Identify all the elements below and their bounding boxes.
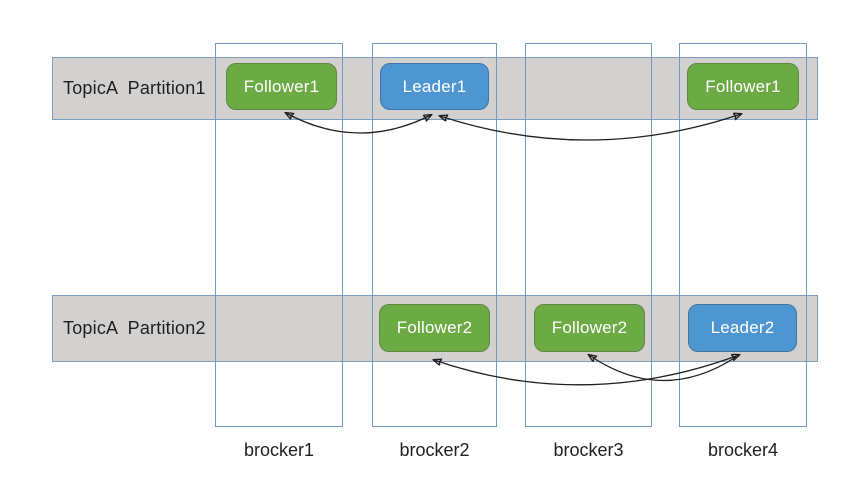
broker3-label: brocker3 [553,440,624,460]
broker1-label: brocker1 [243,440,315,460]
node-follower2-broker2: Follower2 [379,304,490,352]
broker4-label: brocker4 [707,440,779,460]
node-follower1-broker1: Follower1 [226,63,337,110]
broker1-column [215,43,343,427]
node-follower2-broker3: Follower2 [534,304,645,352]
partition2-label: TopicA Partition2 [63,318,206,338]
broker2-column [372,43,497,427]
node-leader1-broker2: Leader1 [380,63,489,110]
broker2-label: brocker2 [399,440,470,460]
node-follower1-broker4: Follower1 [687,63,799,110]
broker3-column [525,43,652,427]
node-leader2-broker4: Leader2 [688,304,797,352]
partition1-label: TopicA Partition1 [63,78,206,98]
broker4-column [679,43,807,427]
